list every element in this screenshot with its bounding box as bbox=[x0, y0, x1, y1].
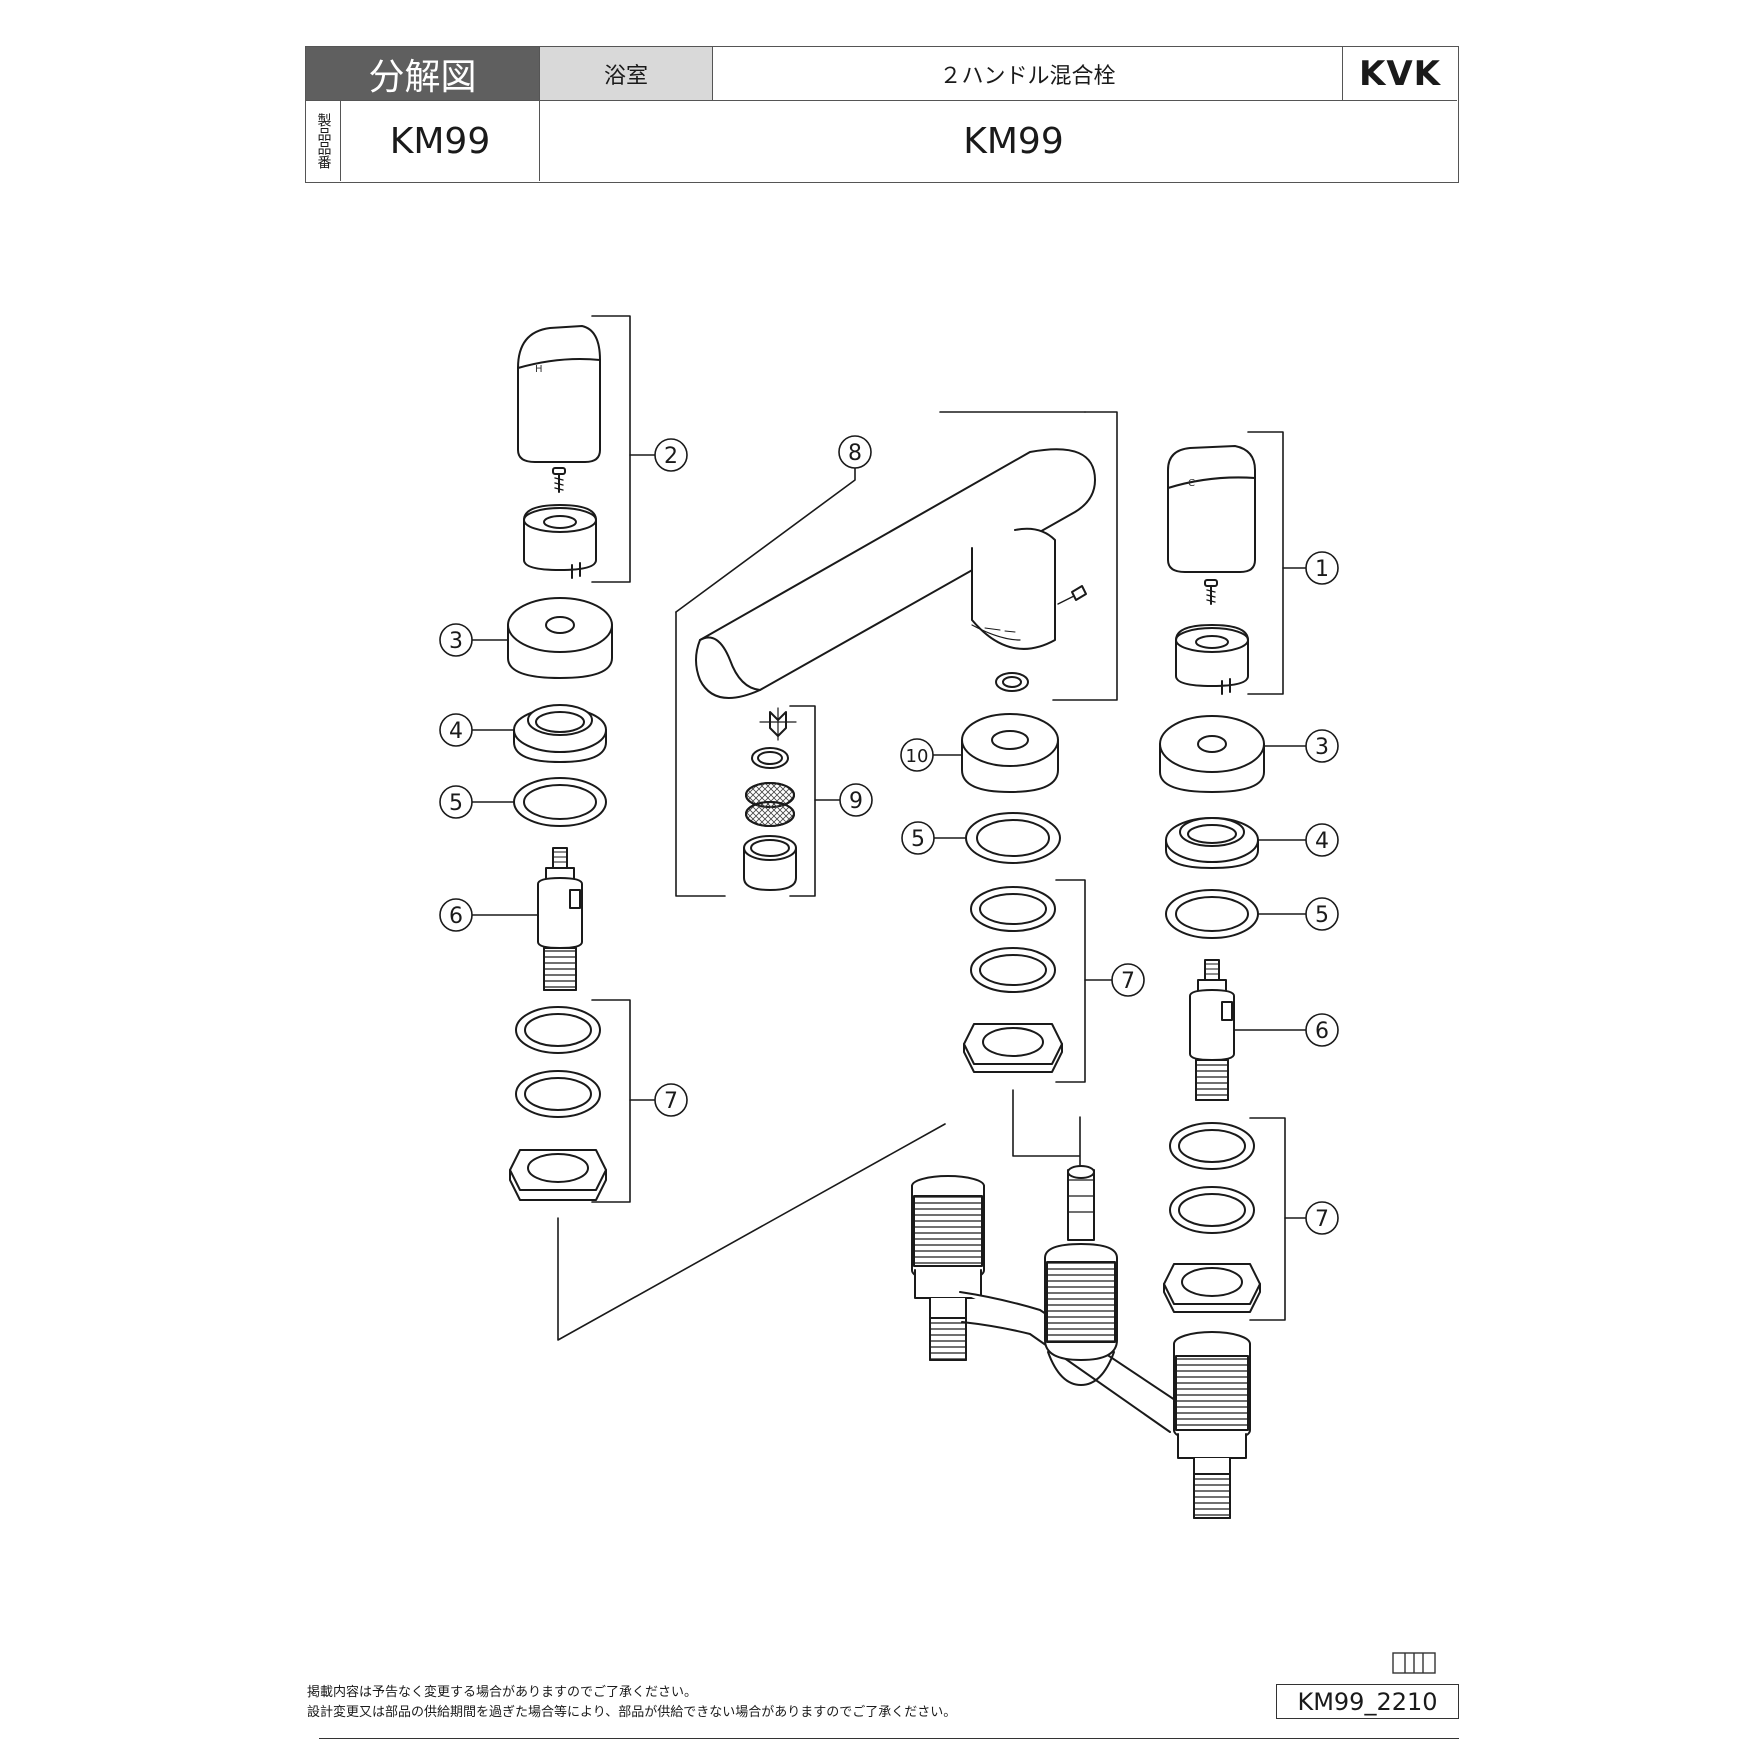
left-valve-cartridge bbox=[537, 847, 583, 991]
right-lock-nut bbox=[1165, 817, 1259, 869]
svg-text:2: 2 bbox=[664, 444, 678, 469]
center-packing-set bbox=[963, 886, 1063, 1073]
svg-text:5: 5 bbox=[1315, 903, 1329, 928]
faucet-body bbox=[911, 1165, 1251, 1519]
right-handle-adapter bbox=[1175, 624, 1249, 695]
right-washer bbox=[1165, 889, 1259, 939]
svg-text:7: 7 bbox=[1121, 969, 1135, 994]
spout-body bbox=[695, 448, 1096, 699]
document-title: 分解図 bbox=[306, 47, 540, 101]
svg-text:3: 3 bbox=[1315, 735, 1329, 760]
left-handle-adapter bbox=[523, 504, 597, 579]
callout-7-left: 7 bbox=[654, 1083, 688, 1117]
callout-9: 9 bbox=[839, 783, 873, 817]
callout-3-left: 3 bbox=[439, 623, 473, 657]
right-packing-set bbox=[1163, 1122, 1261, 1313]
right-valve-cartridge bbox=[1189, 959, 1235, 1101]
svg-text:7: 7 bbox=[1315, 1207, 1329, 1232]
right-flange-cap bbox=[1159, 715, 1265, 793]
svg-text:5: 5 bbox=[911, 827, 925, 852]
handle-mark-hot: H bbox=[535, 364, 543, 375]
callout-5-center: 5 bbox=[901, 821, 935, 855]
left-washer bbox=[513, 777, 607, 827]
svg-text:6: 6 bbox=[449, 904, 463, 929]
spout-o-ring bbox=[995, 672, 1029, 692]
callout-7-right: 7 bbox=[1305, 1201, 1339, 1235]
document-code: KM99_2210 bbox=[1276, 1684, 1459, 1719]
svg-text:5: 5 bbox=[449, 791, 463, 816]
callout-5-left: 5 bbox=[439, 785, 473, 819]
disclaimer-line-2: 設計変更又は部品の供給期間を過ぎた場合等により、部品が供給できない場合があります… bbox=[307, 1705, 957, 1720]
svg-text:1: 1 bbox=[1315, 557, 1329, 582]
svg-text:4: 4 bbox=[1315, 829, 1329, 854]
svg-text:10: 10 bbox=[906, 746, 929, 767]
handle-mark-cold: C bbox=[1188, 478, 1195, 489]
callout-8: 8 bbox=[838, 435, 872, 469]
callout-1-right: 1 bbox=[1305, 551, 1339, 585]
center-flange bbox=[961, 713, 1059, 793]
category-label: 浴室 bbox=[540, 47, 713, 101]
aerator-parts bbox=[743, 707, 797, 891]
left-packing-set bbox=[509, 1006, 607, 1201]
callout-6-right: 6 bbox=[1305, 1013, 1339, 1047]
svg-text:4: 4 bbox=[449, 719, 463, 744]
product-name: ２ハンドル混合栓 bbox=[713, 47, 1343, 101]
center-washer bbox=[965, 812, 1061, 864]
spout-set-screw bbox=[1057, 585, 1087, 605]
left-handle-cap: H bbox=[517, 325, 601, 463]
brand-logo: KVK bbox=[1343, 47, 1457, 101]
svg-text:3: 3 bbox=[449, 629, 463, 654]
svg-text:7: 7 bbox=[664, 1089, 678, 1114]
svg-text:6: 6 bbox=[1315, 1019, 1329, 1044]
callout-4-left: 4 bbox=[439, 713, 473, 747]
callout-5-right: 5 bbox=[1305, 897, 1339, 931]
left-flange-cap bbox=[507, 597, 613, 679]
callout-10: 10 bbox=[900, 738, 934, 772]
callout-2-left: 2 bbox=[654, 438, 688, 472]
product-number-label: 製品品番 bbox=[306, 101, 341, 181]
callout-4-right: 4 bbox=[1305, 823, 1339, 857]
callout-7-center: 7 bbox=[1111, 963, 1145, 997]
header-table: 分解図 浴室 ２ハンドル混合栓 KVK 製品品番 KM99 KM99 bbox=[305, 46, 1459, 183]
svg-text:9: 9 bbox=[849, 789, 863, 814]
right-screw bbox=[1204, 579, 1218, 605]
disclaimer-notes: 掲載内容は予告なく変更する場合がありますのでご了承ください。 設計変更又は部品の… bbox=[307, 1683, 956, 1723]
left-screw bbox=[552, 467, 566, 493]
model-number-secondary: KM99 bbox=[963, 120, 1064, 162]
page-icon bbox=[1392, 1652, 1436, 1674]
left-lock-nut bbox=[513, 704, 607, 763]
bottom-divider bbox=[319, 1738, 1459, 1739]
right-handle-cap: C bbox=[1167, 445, 1256, 573]
svg-text:8: 8 bbox=[848, 441, 862, 466]
callout-3-right: 3 bbox=[1305, 729, 1339, 763]
disclaimer-line-1: 掲載内容は予告なく変更する場合がありますのでご了承ください。 bbox=[307, 1685, 698, 1700]
model-number-primary: KM99 bbox=[341, 101, 540, 181]
callout-6-left: 6 bbox=[439, 898, 473, 932]
